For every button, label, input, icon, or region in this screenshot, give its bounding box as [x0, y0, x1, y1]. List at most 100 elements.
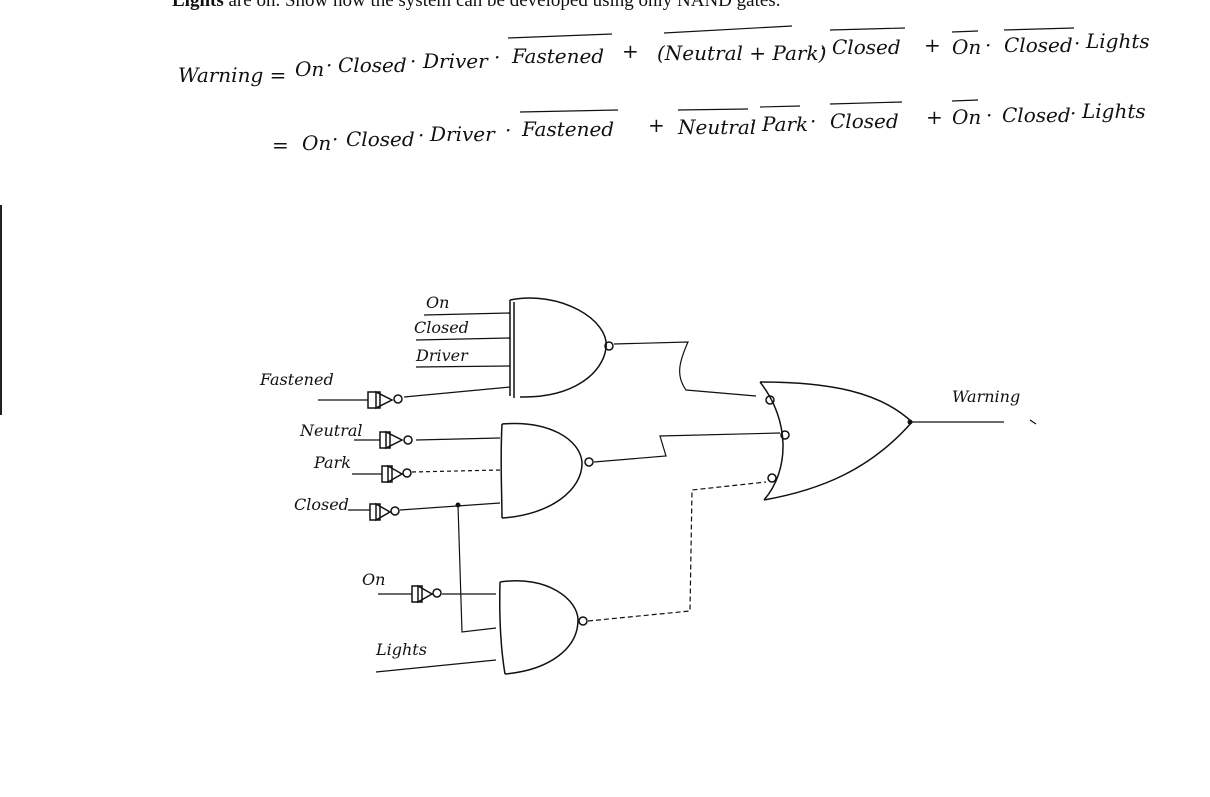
equation-line-2: = On · Closed · Driver · Fastened + Neut… [272, 99, 1146, 157]
eq2-plus1: + [648, 113, 665, 137]
header-rest: are on. Show how the system can be devel… [223, 0, 781, 11]
eq2-t1-dot2: · [418, 123, 424, 147]
nand-gate-3 [499, 580, 588, 675]
output-gate-input-wires [587, 341, 781, 622]
output-gate-bubble-3 [767, 473, 777, 483]
output-gate-bubble-2 [780, 430, 790, 440]
wire-fastened-out [403, 386, 511, 398]
eq1-t1-on: On [295, 57, 324, 81]
eq2-t2-neutral: Neutral [677, 115, 756, 139]
eq2-t1-fastened: Fastened [521, 117, 614, 141]
gate-2-input-wires [348, 437, 501, 511]
eq1-t3-lights: Lights [1085, 29, 1150, 53]
inverter-closed-mid [369, 502, 400, 522]
eq2-t1-closed: Closed [346, 127, 415, 151]
eq2-t2-closed: Closed [830, 109, 899, 133]
eq2-closed-bar [829, 101, 903, 105]
inverter-neutral-bubble [403, 435, 413, 445]
eq1-t2-closed-bar [829, 27, 906, 31]
eq1-lhs: Warning = [178, 63, 286, 87]
output-junction [907, 419, 913, 425]
output-gate-bubble-1 [765, 395, 775, 405]
input-label-driver: Driver [415, 346, 469, 365]
eq1-t3-dot2: · [1074, 31, 1080, 55]
circuit-input-labels: On Closed Driver Fastened Neutral Park C… [259, 293, 1020, 659]
inverter-on-bottom-bubble [432, 588, 442, 598]
output-wire-tick [1029, 419, 1037, 425]
eq1-t3-on-bar [951, 30, 979, 33]
eq1-t3-closed: Closed [1004, 33, 1073, 57]
output-nand-gate [759, 381, 914, 501]
inverter-neutral-stub [379, 431, 391, 449]
eq1-t1-closed: Closed [338, 53, 407, 77]
eq1-t1-dot1: · [326, 53, 332, 77]
inverter-park-stub [381, 465, 393, 483]
eq1-t1-driver: Driver [422, 49, 489, 73]
inverter-park-bubble [402, 468, 412, 478]
inverter-park [381, 464, 412, 484]
wire-driver [415, 365, 511, 368]
wire-neutral-out [415, 437, 501, 441]
eq1-t3-closed-bar [1003, 27, 1075, 31]
eq2-t3-on-bar [951, 99, 979, 102]
inverter-park-triangle [387, 464, 404, 484]
eq2-t1-dot3: · [505, 118, 511, 142]
input-label-on-bottom: On [362, 570, 385, 589]
eq1-group-bar [663, 25, 793, 34]
page-edge-line [0, 205, 2, 415]
inverter-on-bottom-stub [411, 585, 423, 603]
eq2-neutral-bar [677, 108, 749, 111]
wire-closed-mid-out [399, 502, 501, 511]
gate-3-input-wires [375, 593, 497, 673]
inverter-on-bottom [411, 584, 442, 604]
inverter-fastened [367, 390, 403, 410]
wire-park-out [411, 469, 501, 473]
eq2-t1-driver: Driver [429, 122, 496, 146]
input-label-closed-mid: Closed [294, 495, 349, 514]
inverter-neutral [379, 430, 413, 450]
eq1-t3-dot1: · [985, 33, 991, 57]
nand-gate-2-body [500, 422, 583, 519]
output-gate-body [759, 381, 914, 501]
inverter-closed-triangle [375, 502, 392, 522]
input-label-neutral: Neutral [299, 421, 363, 440]
eq2-t3-lights: Lights [1081, 99, 1146, 123]
eq2-park-bar [759, 105, 801, 108]
nand-gate-1 [509, 297, 614, 398]
inverter-fastened-triangle [375, 390, 394, 410]
input-label-park: Park [313, 453, 351, 472]
eq1-t1-dot2: · [410, 49, 416, 73]
inverter-fastened-stub [367, 391, 381, 409]
gate-1-input-wires [318, 312, 511, 401]
header-bold-word: Lights [172, 0, 224, 11]
input-label-on-top: On [426, 293, 449, 312]
input-label-fastened: Fastened [259, 370, 334, 389]
nand-gate-2-bubble [584, 457, 594, 467]
header-text: Lights are on. Show how the system can b… [172, 0, 780, 12]
eq2-t3-on: On [952, 105, 981, 129]
output-label-warning: Warning [952, 387, 1020, 406]
eq1-t1-fastened: Fastened [511, 44, 604, 68]
wire-lights [375, 659, 497, 673]
nand-gate-3-body [499, 580, 579, 675]
inverter-closed-bubble [390, 506, 400, 516]
eq1-fastened-bar [507, 33, 613, 39]
eq2-t1-on: On [302, 131, 331, 155]
eq2-t3-dot1: · [986, 103, 992, 127]
eq1-t2-closed: Closed [832, 35, 901, 59]
eq1-t2-dot: · [820, 36, 826, 60]
closed-branch-wire [455, 502, 497, 633]
eq2-t1-dot1: · [332, 127, 338, 151]
input-label-closed-top: Closed [414, 318, 469, 337]
inverter-fastened-bubble [393, 394, 403, 404]
eq2-lhs: = [272, 133, 289, 157]
eq2-fastened-bar [519, 109, 619, 113]
eq2-t2-dot1: · [750, 112, 756, 136]
eq2-t3-dot2: · [1070, 101, 1076, 125]
eq1-plus1: + [622, 39, 639, 63]
inverter-on-bottom-triangle [417, 584, 434, 604]
eq2-t3-closed: Closed [1002, 103, 1071, 127]
eq1-t2-group: (Neutral + Park) [657, 41, 826, 65]
wire-gate2-to-output [593, 432, 781, 463]
inverter-closed-stub [369, 503, 381, 521]
